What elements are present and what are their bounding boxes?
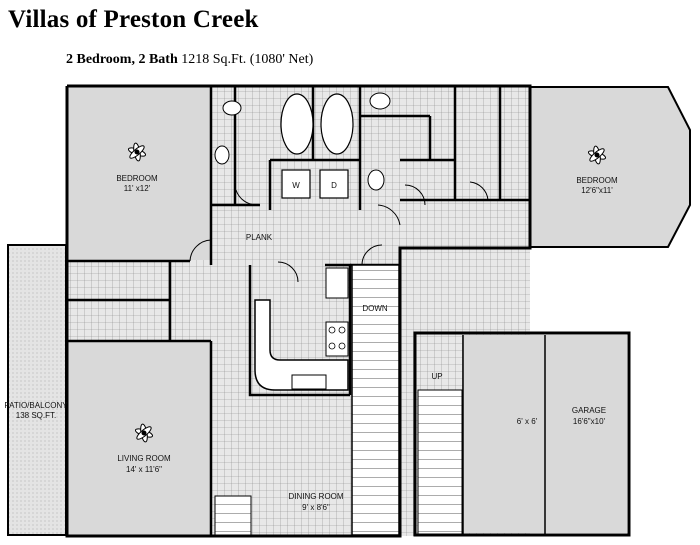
dryer <box>319 169 349 199</box>
unit-area: 1218 Sq.Ft. (1080' Net) <box>181 52 314 67</box>
bedroom-left-size: 11' x12' <box>124 184 151 193</box>
dining-stairs <box>214 495 252 536</box>
garage-size: 16'6"x10' <box>573 417 606 426</box>
bedroom-right-size: 12'6"x11' <box>581 186 613 195</box>
patio-name: PATIO/BALCONY <box>4 401 68 410</box>
bedroom-left <box>68 87 211 260</box>
bathtub-right <box>320 93 354 155</box>
patio-area <box>7 244 67 536</box>
garage-name: GARAGE <box>572 406 606 415</box>
right-wing-floor <box>400 86 530 244</box>
up-label: UP <box>431 372 442 381</box>
ceiling-fan-icon <box>127 142 607 443</box>
stairs-down <box>351 264 400 536</box>
plan-title: Villas of Preston Creek <box>8 6 259 33</box>
unit-type: 2 Bedroom, 2 Bath <box>66 52 178 67</box>
garage-outline <box>413 331 631 537</box>
garage <box>545 335 627 533</box>
bedroom-left-name: BEDROOM <box>116 174 158 183</box>
sink-right <box>369 92 391 110</box>
storage-room <box>463 335 545 533</box>
living-room-name: LIVING ROOM <box>117 454 171 463</box>
interior-walls <box>67 86 532 536</box>
plan-subtitle: 2 Bedroom, 2 Bath 1218 Sq.Ft. (1080' Net… <box>66 52 313 68</box>
washer-label: W <box>292 181 300 190</box>
down-label: DOWN <box>362 304 388 313</box>
living-room-size: 14' x 11'6" <box>126 465 162 474</box>
dining-room-name: DINING ROOM <box>288 492 343 501</box>
bedroom-right <box>529 86 691 248</box>
plank-label: PLANK <box>246 233 273 242</box>
kitchen-sink <box>291 374 327 390</box>
bathtub-left <box>280 93 314 155</box>
toilet-left <box>222 100 242 116</box>
fridge <box>325 267 349 299</box>
door-swings <box>189 181 489 283</box>
sink-left <box>214 145 230 165</box>
bedroom-right-name: BEDROOM <box>576 176 618 185</box>
washer <box>281 169 311 199</box>
stove <box>325 321 349 357</box>
toilet-right <box>367 169 385 191</box>
dining-room-size: 9' x 8'6" <box>302 503 330 512</box>
dryer-label: D <box>331 181 337 190</box>
patio-size: 138 SQ.FT. <box>16 411 56 420</box>
storage-size: 6' x 6' <box>517 417 538 426</box>
kitchen-counter <box>254 299 349 391</box>
stairs-up <box>417 389 463 535</box>
